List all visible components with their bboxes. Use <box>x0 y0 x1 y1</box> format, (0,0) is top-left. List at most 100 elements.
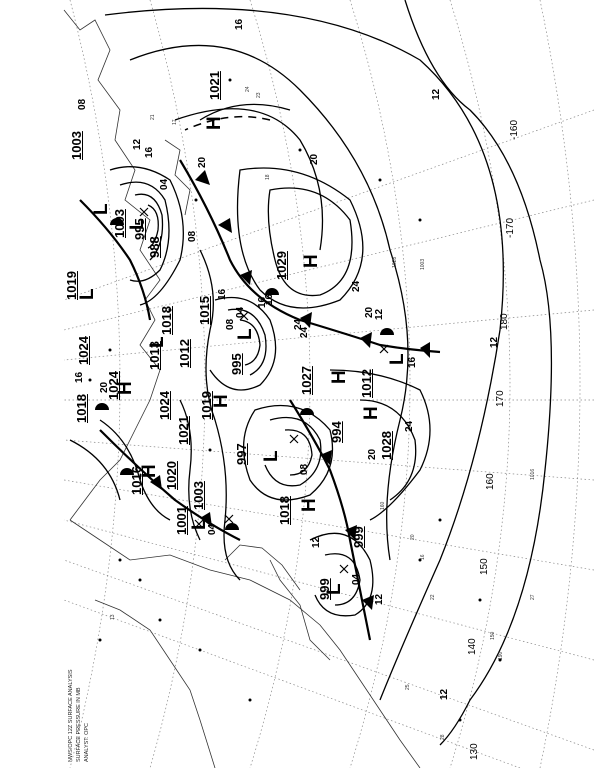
pressure-label: 1028 <box>379 431 394 460</box>
low-center-1003: L <box>91 203 112 215</box>
pressure-label: 1021 <box>207 71 222 100</box>
pressure-label: 1013 <box>147 341 162 370</box>
isobar-label: 24 <box>351 280 362 292</box>
station-plot-text: 16 <box>420 554 426 560</box>
pressure-label: 1003 <box>112 209 127 238</box>
isobar-label: 04 <box>235 306 246 318</box>
station-plot-text: 190 <box>498 651 504 660</box>
pressure-label: 988 <box>147 236 162 258</box>
low-center-1019: L <box>77 288 98 300</box>
isobar-label: 08 <box>187 230 198 242</box>
pressure-label: 997 <box>234 443 249 465</box>
low-center-995b: L <box>235 328 256 340</box>
isobar-label: 20 <box>197 156 208 168</box>
isobar-label: 04 <box>351 573 362 585</box>
pressure-label: 1029 <box>274 251 289 280</box>
high-center-1018: H <box>299 498 320 512</box>
pressure-label: 1018 <box>74 394 89 423</box>
pressure-label: 1021 <box>176 416 191 445</box>
longitude-label: 180 <box>499 313 510 330</box>
longitude-label: -170 <box>505 217 516 238</box>
isobar-label: 12 <box>374 308 385 320</box>
station-plot-text: 28 <box>440 734 446 740</box>
station-plot-text: 18 <box>265 174 271 180</box>
isobar-label: 16 <box>74 371 85 383</box>
station-plot-text: 13 <box>110 614 116 620</box>
pressure-label: 1015 <box>197 296 212 325</box>
station-plot-text: 160 <box>380 501 386 510</box>
station-plot-text: 24 <box>245 86 251 92</box>
station-plot-text: 17 <box>172 119 178 125</box>
isobar-label: 12 <box>431 88 442 100</box>
station-plot-text: 1016 <box>530 468 536 480</box>
isobar-label: 04 <box>207 523 218 535</box>
isobar-label: 12 <box>132 138 143 150</box>
isobar-label: 12 <box>439 688 450 700</box>
fronts <box>79 159 441 641</box>
low-center-marks <box>139 207 389 574</box>
isobar-label: 12 <box>489 336 500 348</box>
station-plot-text: 20 <box>410 534 416 540</box>
station-plot-text: 150 <box>490 631 496 640</box>
pressure-label: 1003 <box>69 131 84 160</box>
isobar-label: 12 <box>374 593 385 605</box>
chart-caption: NWS/OPC 12Z SURFACE ANALYSIS SURFACE PRE… <box>68 669 108 762</box>
isobar-label: 16 <box>234 18 245 30</box>
isobar-label: 08 <box>299 463 310 475</box>
pressure-label: 1024 <box>76 336 91 365</box>
pressure-label: 1003 <box>191 481 206 510</box>
coastlines <box>63 9 421 768</box>
high-center-1019: H <box>211 394 232 408</box>
longitude-label: 140 <box>467 638 478 655</box>
pressure-label: 995 <box>132 218 147 240</box>
isobar-label: 20 <box>99 381 110 393</box>
longitude-label: 160 <box>485 473 496 490</box>
isobar-label: 16 <box>407 356 418 368</box>
pressure-label: 1024 <box>157 391 172 420</box>
caption-line: ANALYST: OPC <box>84 722 90 762</box>
isobar-label: 16 <box>144 146 155 158</box>
pressure-label: 1018 <box>277 496 292 525</box>
pressure-label: 1019 <box>64 271 79 300</box>
pressure-label: 1012 <box>177 339 192 368</box>
high-center-1027: H <box>329 370 350 384</box>
isobar-label: 20 <box>309 153 320 165</box>
pressure-label: 999 <box>317 578 332 600</box>
station-plot-text: 23 <box>256 92 262 98</box>
pressure-label: 995 <box>229 353 244 375</box>
station-plot-text: 22 <box>430 594 436 600</box>
longitude-label: -160 <box>509 119 520 140</box>
longitude-label: 130 <box>469 743 480 760</box>
isobar-label: 16 <box>217 288 228 300</box>
longitude-label: 170 <box>495 390 506 407</box>
pressure-label: 1020 <box>164 461 179 490</box>
pressure-label: 1012 <box>359 369 374 398</box>
caption-line: SURFACE PRESSURE IN MB <box>76 687 82 762</box>
pressure-label: 1019 <box>199 391 214 420</box>
isobar-label: 16 <box>257 296 268 308</box>
low-center-1012: L <box>387 353 408 365</box>
trough-line <box>184 115 271 131</box>
high-center-1028: H <box>361 406 382 420</box>
isobar-label: 08 <box>225 318 236 330</box>
station-plot-text: 1028 <box>392 256 398 268</box>
pressure-label: 1016 <box>129 466 144 495</box>
station-plot-text: 1003 <box>420 258 426 270</box>
low-center-997: L <box>261 450 282 462</box>
station-plot-text: 27 <box>530 594 536 600</box>
front-symbols <box>95 170 430 610</box>
isobar-label: 04 <box>159 178 170 190</box>
isobar-label: 24 <box>293 318 304 330</box>
station-plot-text: 25 <box>405 684 411 690</box>
isobars <box>69 0 553 746</box>
isobar-label: 24 <box>404 420 415 432</box>
pressure-label: 994 <box>329 421 344 443</box>
longitude-label: 150 <box>479 558 490 575</box>
pressure-label: 1001 <box>174 506 189 535</box>
pressure-label: 1027 <box>299 366 314 395</box>
isobar-label: 08 <box>77 98 88 110</box>
station-dots <box>88 78 502 722</box>
isobar-label: 12 <box>311 536 322 548</box>
